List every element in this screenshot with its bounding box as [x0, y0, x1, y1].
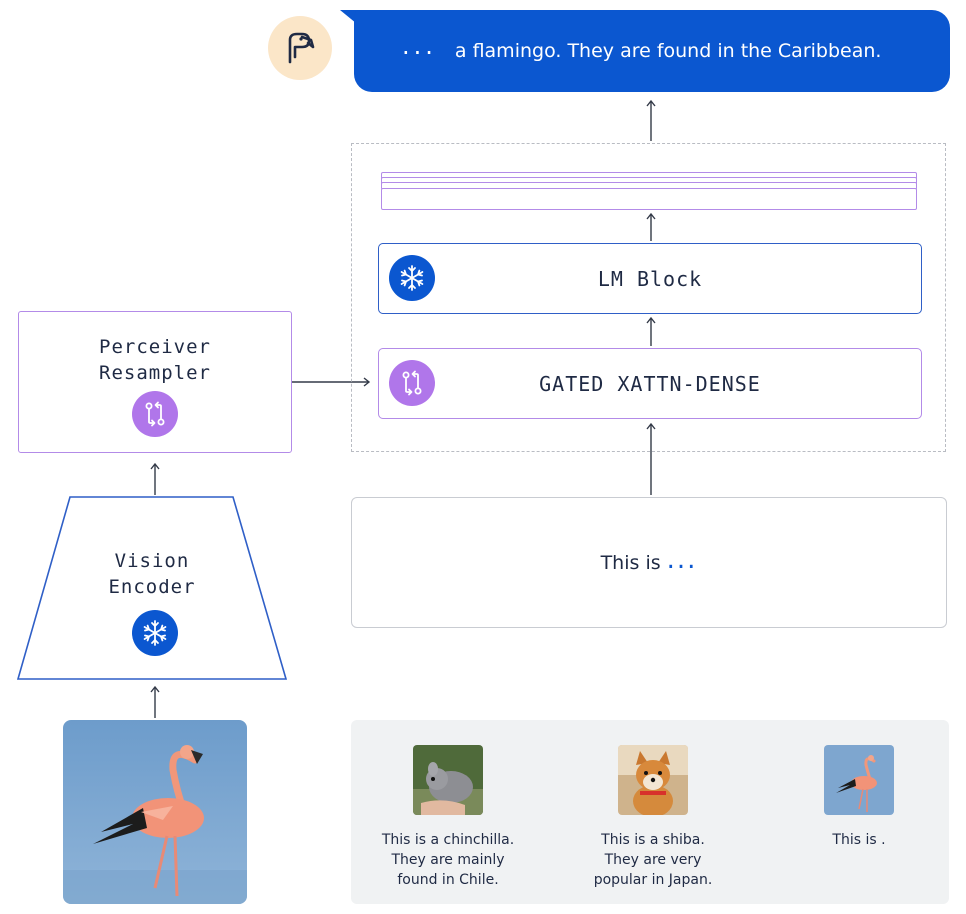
- example-caption-query: This is .: [784, 830, 934, 850]
- lm-block-label: LM Block: [597, 266, 703, 291]
- flamingo-thumbnail-image: [824, 745, 894, 815]
- language-model-container: [351, 143, 946, 452]
- output-speech-bubble: ... a flamingo. They are found in the Ca…: [354, 10, 950, 92]
- example-caption-shiba: This is a shiba. They are very popular i…: [578, 830, 728, 890]
- flamingo-logo-icon: [268, 16, 332, 80]
- snowflake-icon: [389, 255, 435, 301]
- shiba-image: [618, 745, 688, 815]
- vision-encoder-trapezoid: [16, 496, 288, 680]
- caption-line: popular in Japan.: [593, 872, 713, 888]
- output-ellipsis: ...: [402, 32, 437, 60]
- example-caption-chinchilla: This is a chinchilla. They are mainly fo…: [373, 830, 523, 890]
- caption-line: They are very: [604, 852, 702, 868]
- text-input-box: This is ...: [351, 497, 947, 628]
- few-shot-prompt-panel: This is a chinchilla. They are mainly fo…: [351, 720, 949, 904]
- flamingo-input-image: [63, 720, 247, 904]
- lm-block: LM Block: [378, 243, 922, 314]
- perceiver-label-line2: Resampler: [99, 362, 211, 384]
- encoder-label-line1: Vision: [114, 550, 190, 572]
- vision-encoder-label: Vision Encoder: [18, 548, 286, 600]
- caption-line: This is a chinchilla.: [381, 832, 515, 848]
- snowflake-icon: [132, 610, 178, 656]
- input-ellipsis: ...: [666, 544, 698, 575]
- trainable-loop-icon: [389, 360, 435, 406]
- encoder-label-line2: Encoder: [108, 576, 196, 598]
- perceiver-resampler-block: Perceiver Resampler: [18, 311, 292, 453]
- caption-line: They are mainly: [391, 852, 505, 868]
- stacked-layer-4: [381, 188, 917, 210]
- perceiver-label-line1: Perceiver: [99, 336, 211, 358]
- trainable-loop-icon: [132, 391, 178, 437]
- caption-line: found in Chile.: [397, 872, 499, 888]
- caption-line: This is a shiba.: [601, 832, 705, 848]
- input-text: This is: [600, 551, 661, 574]
- gated-xattn-dense-label: GATED XATTN-DENSE: [539, 371, 761, 396]
- caption-line: This is .: [832, 832, 886, 848]
- output-text: a flamingo. They are found in the Caribb…: [454, 40, 882, 62]
- perceiver-resampler-label: Perceiver Resampler: [19, 334, 291, 386]
- gated-xattn-dense-block: GATED XATTN-DENSE: [378, 348, 922, 419]
- chinchilla-image: [413, 745, 483, 815]
